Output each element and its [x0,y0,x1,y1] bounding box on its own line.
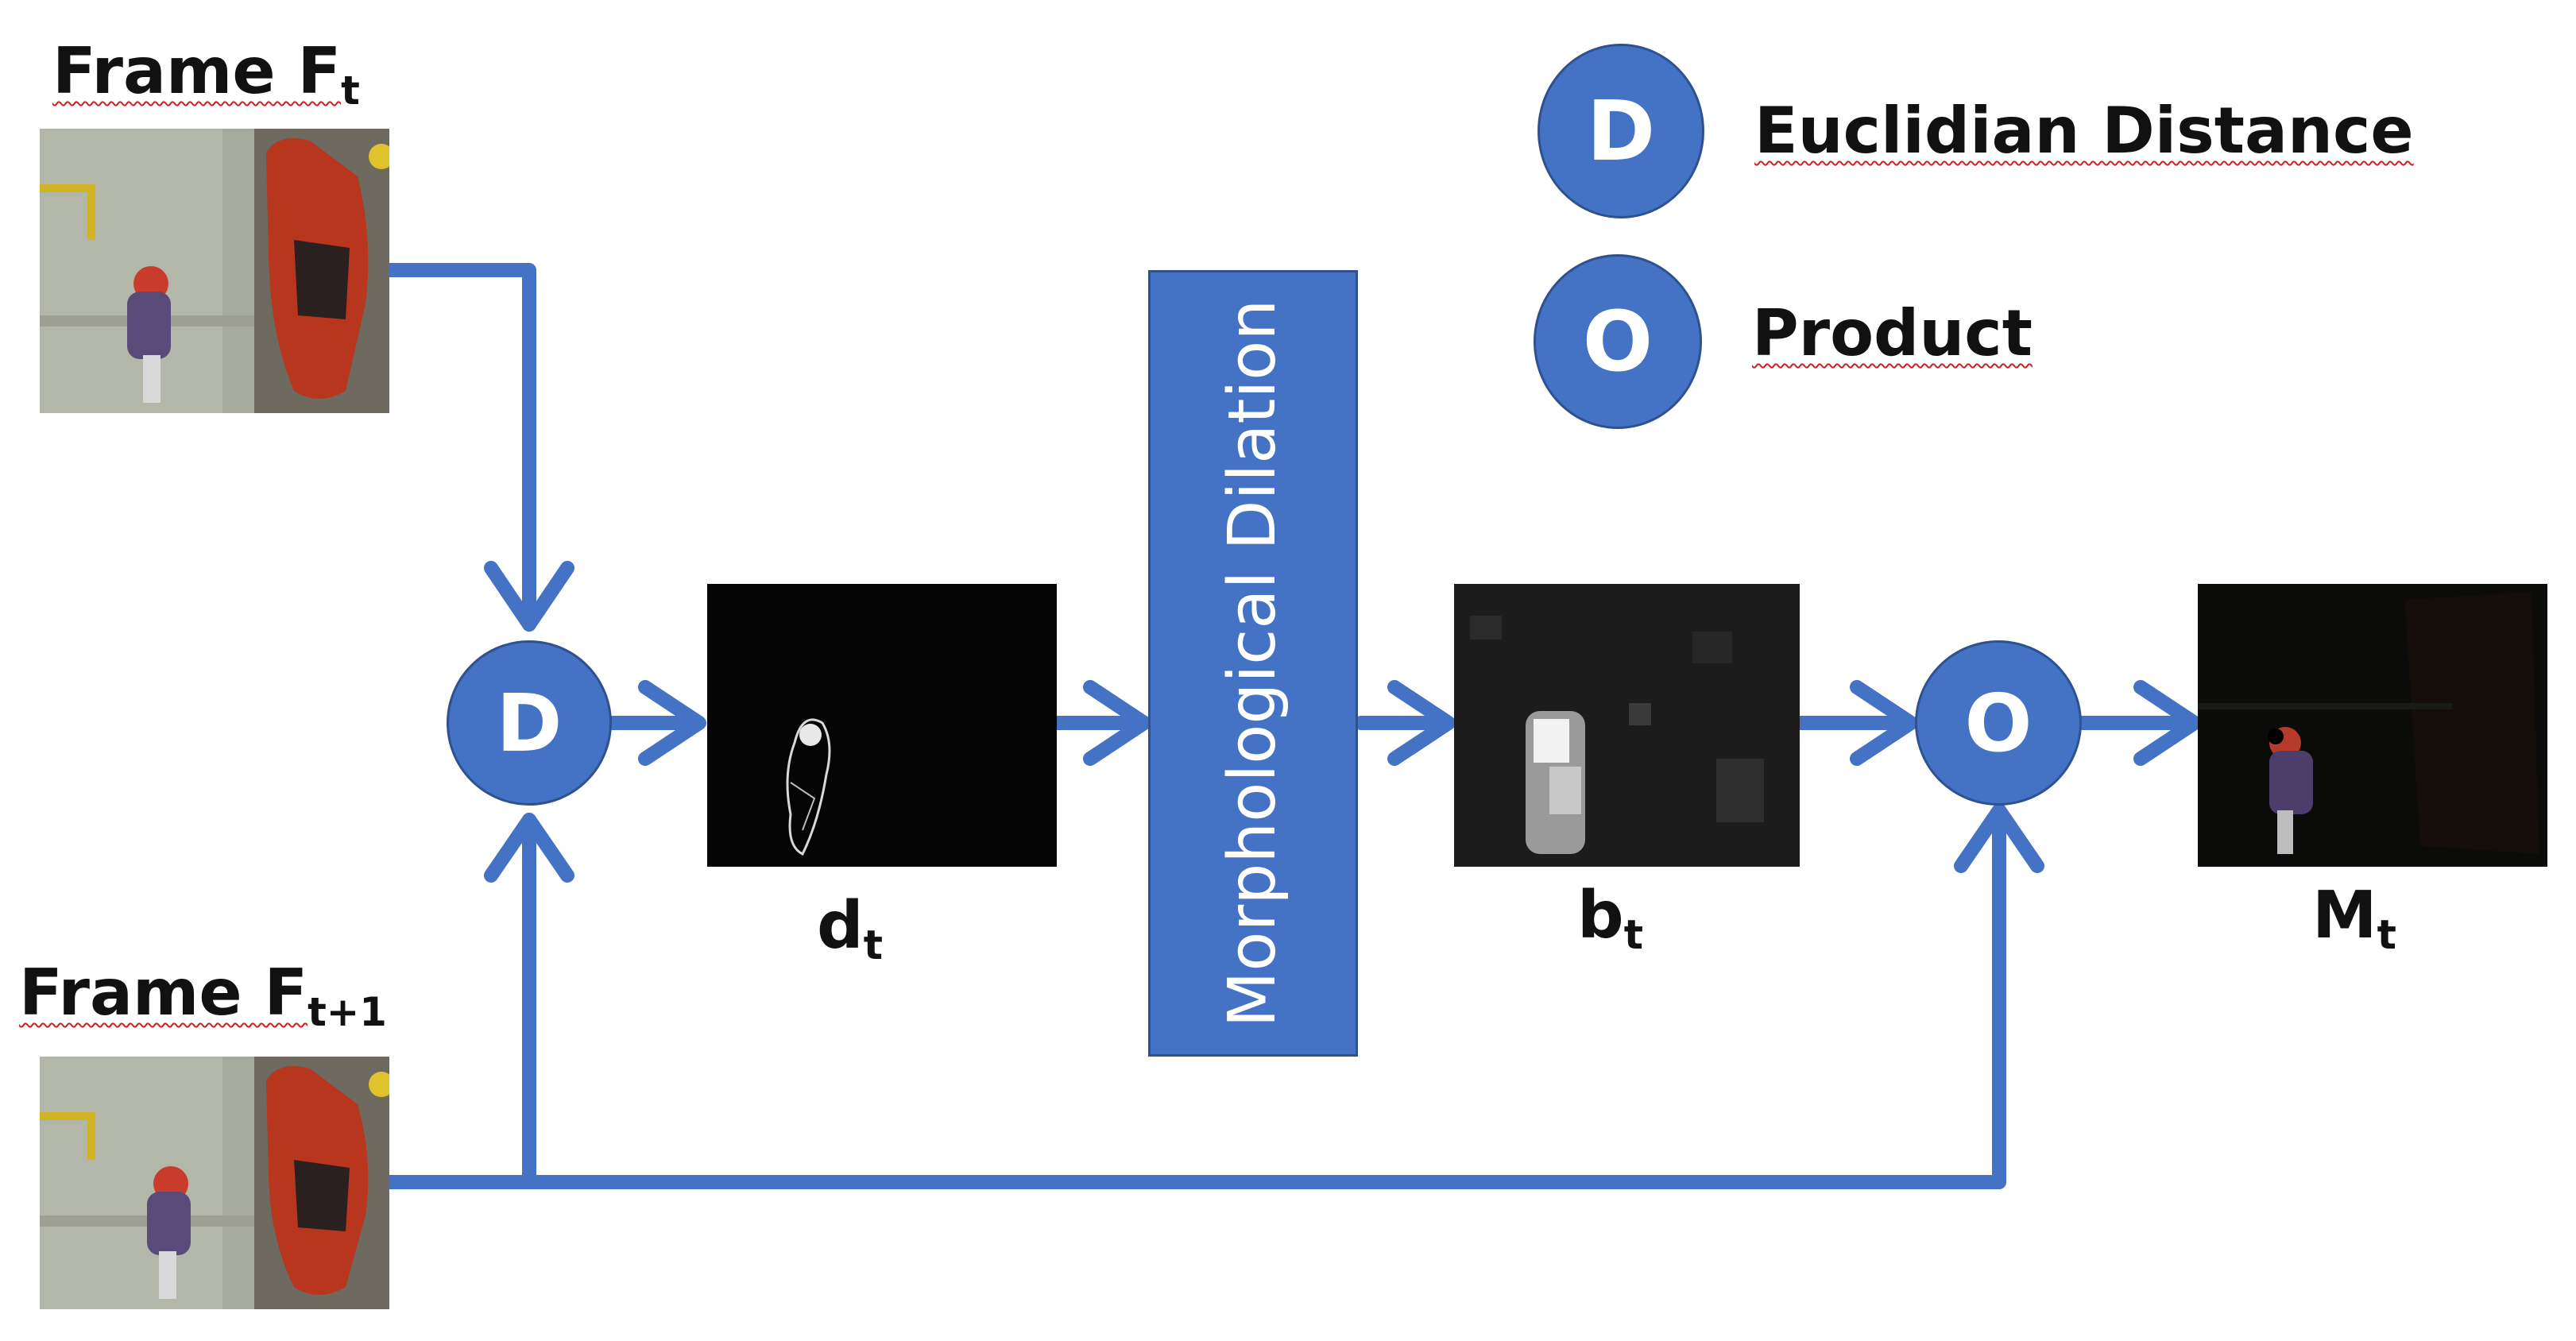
dt-label: dt [817,888,884,969]
mt-label: Mt [2312,878,2396,959]
legend-distance-label: Euclidian Distance [1754,94,2414,168]
morphological-dilation-box: Morphological Dilation [1148,270,1358,1057]
legend-product-icon: O [1534,254,1702,429]
mt-image [2198,584,2547,867]
bt-image [1454,584,1800,867]
legend-distance-icon: D [1537,44,1704,218]
arrowhead-up-product [1954,803,2044,873]
arrowhead-mt [2133,680,2202,766]
frame-t-image [40,129,389,413]
arrowhead-dilation [1083,680,1151,766]
dt-image [707,584,1057,867]
frame-t1-image [40,1057,389,1309]
distance-node: D [447,640,612,806]
arrowhead-bt [1387,680,1456,766]
frame-t1-label: Frame Ft+1 [19,956,387,1035]
legend-product-label: Product [1752,296,2033,370]
arrowhead-product [1850,680,1918,766]
arrowhead-down-distance [484,561,574,632]
frame-t-label: Frame Ft [52,34,360,114]
arrowhead-up-distance [484,813,574,883]
connector-frame-t1-bus [382,803,2006,1189]
morphological-dilation-label: Morphological Dilation [1215,299,1290,1028]
connector-frame-t-to-distance [382,263,536,632]
product-node: O [1915,640,2082,806]
arrowhead-dt [638,680,706,766]
bt-label: bt [1577,878,1644,959]
